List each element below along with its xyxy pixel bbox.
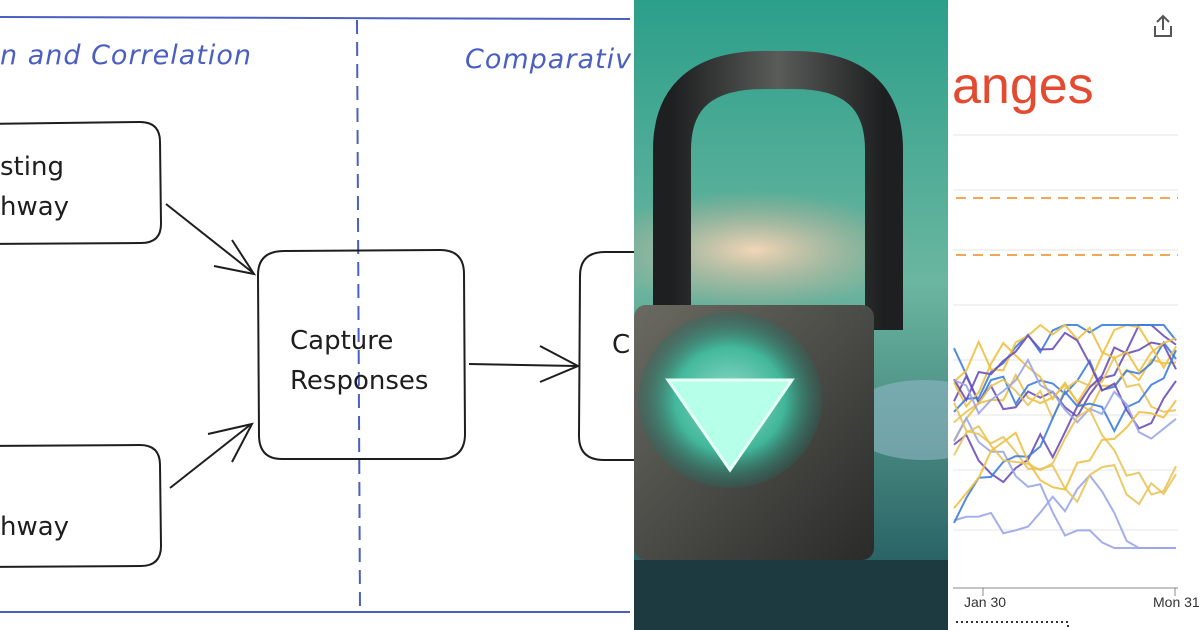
section-title-left: n and Correlation (0, 40, 253, 71)
chart-series-line (953, 331, 1177, 430)
x-tick-label: Jan 30 (964, 594, 1007, 610)
lock-image-panel (634, 0, 948, 630)
chart-series-line (953, 349, 1177, 524)
chart-series-line (953, 324, 1177, 413)
arrow-bottom-to-center (169, 424, 251, 489)
diagram-canvas (0, 16, 634, 613)
diagram-top-border (0, 16, 631, 20)
chart-series-line (953, 355, 1177, 424)
box-center (256, 248, 467, 460)
box-center-label-2: Responses (290, 366, 429, 396)
x-tick-label: Mon 31 (1153, 594, 1200, 610)
box-bottom-left-label-2: hway (0, 512, 70, 542)
chart-panel: anges Jan 30 Mon 31 (948, 0, 1200, 630)
arrow-bottom-head (207, 422, 254, 463)
section-title-right: Comparativ (465, 44, 633, 75)
share-icon[interactable] (1148, 12, 1178, 42)
chart-title: anges (952, 57, 1094, 115)
chart-series-line (953, 357, 1177, 440)
chart-series-line (953, 399, 1177, 509)
chart-series-line (953, 408, 1177, 496)
arrow-top-to-center (165, 203, 253, 273)
diagram-panel: n and Correlation Comparativ sting hway … (0, 16, 634, 613)
arrow-right-head (539, 345, 581, 383)
chart-series-line (953, 473, 1176, 549)
chart-plot (953, 134, 1178, 630)
padlock-image (634, 0, 948, 630)
chart-series-line (953, 323, 1177, 409)
box-top-left-label-1: sting (0, 152, 64, 182)
box-bottom-left (0, 443, 163, 568)
arrow-center-to-right (468, 363, 577, 367)
arrow-top-head (213, 239, 257, 276)
box-center-label-1: Capture (290, 326, 394, 356)
box-right-partial-label: C (612, 330, 631, 360)
chart-series-line (953, 323, 1177, 383)
box-right-partial (577, 251, 634, 461)
dotted-footer-line (956, 621, 1069, 630)
box-top-left (0, 120, 163, 245)
section-divider (356, 19, 361, 611)
box-top-left-label-2: hway (0, 192, 70, 222)
chart-series-line (953, 341, 1177, 484)
